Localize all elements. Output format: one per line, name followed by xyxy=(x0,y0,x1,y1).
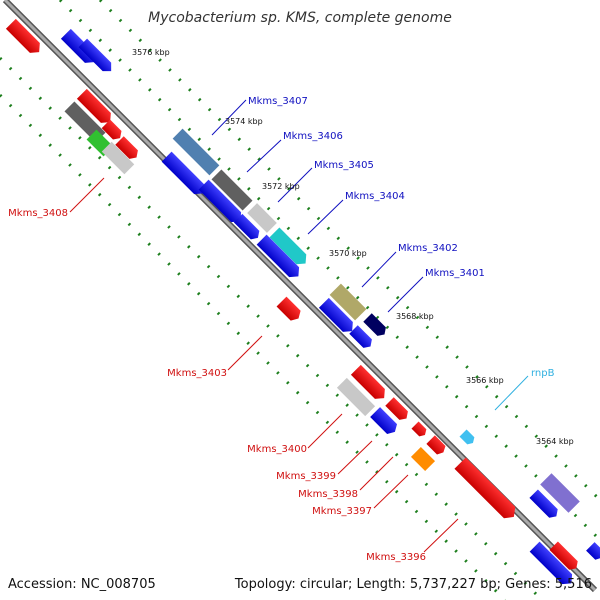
gene-label: Mkms_3396 xyxy=(366,552,426,563)
gene-arrow xyxy=(350,364,385,399)
rna-arrow xyxy=(459,429,475,445)
gene-arrow xyxy=(276,296,301,321)
gene-arrow xyxy=(454,457,516,519)
gene-arrow xyxy=(385,397,408,420)
gene-label: Mkms_3408 xyxy=(8,208,68,219)
gene-arrow xyxy=(336,377,376,417)
gene-label: Mkms_3405 xyxy=(314,160,374,171)
gene-arrow xyxy=(233,213,260,240)
gene-arrow xyxy=(549,541,578,570)
gene-arrow xyxy=(529,541,573,585)
scale-label: 3574 kbp xyxy=(225,117,263,126)
gene-arrow xyxy=(540,473,580,513)
gene-labels: Mkms_3407 Mkms_3406 Mkms_3405 Mkms_3404 … xyxy=(8,96,554,563)
gene-arrow xyxy=(269,227,307,265)
scale-label: 3566 kbp xyxy=(466,376,504,385)
gene-arrow xyxy=(426,435,446,455)
gene-arrow xyxy=(161,151,205,195)
gene-arrow xyxy=(101,141,135,175)
gene-label: Mkms_3399 xyxy=(276,471,336,482)
page-title: Mycobacterium sp. KMS, complete genome xyxy=(148,10,452,26)
gene-arrow xyxy=(370,407,398,435)
gene-label: Mkms_3398 xyxy=(298,489,358,500)
gene-label: Mkms_3403 xyxy=(167,368,227,379)
gene-label: rnpB xyxy=(531,368,555,379)
gene-label: Mkms_3407 xyxy=(248,96,308,107)
gene-label: Mkms_3400 xyxy=(247,444,307,455)
gene-label: Mkms_3401 xyxy=(425,268,485,279)
gene-arrow xyxy=(115,136,138,159)
gene-arrow xyxy=(410,446,436,472)
gene-arrow xyxy=(172,128,220,176)
scale-label: 3570 kbp xyxy=(329,249,367,258)
topology-text: Topology: circular; Length: 5,737,227 bp… xyxy=(234,577,592,592)
scale-label: 3572 kbp xyxy=(262,182,300,191)
gene-arrow xyxy=(586,542,600,560)
gene-arrow xyxy=(101,119,122,140)
gene-arrow xyxy=(76,88,111,123)
gene-arrow xyxy=(329,283,367,321)
gene-arrow xyxy=(78,38,112,72)
gene-arrow xyxy=(247,203,277,233)
gene-features xyxy=(5,18,600,585)
gene-label: Mkms_3406 xyxy=(283,131,343,142)
scale-label: 3576 kbp xyxy=(132,48,170,57)
gene-arrow xyxy=(256,234,300,278)
gene-arrow xyxy=(411,421,427,437)
gene-arrow xyxy=(198,179,242,223)
gene-arrow xyxy=(318,297,353,332)
gene-label: Mkms_3404 xyxy=(345,191,405,202)
leader-lines xyxy=(69,99,529,553)
gene-arrow xyxy=(5,18,40,53)
accession-text: Accession: NC_008705 xyxy=(8,577,156,592)
scale-label: 3568 kbp xyxy=(396,312,434,321)
gene-label: Mkms_3397 xyxy=(312,506,372,517)
gene-arrow xyxy=(349,325,372,348)
gene-arrow xyxy=(529,489,558,518)
gene-arrow xyxy=(363,313,386,336)
scale-labels: 3576 kbp 3574 kbp 3572 kbp 3570 kbp 3568… xyxy=(132,48,574,446)
gene-arrow xyxy=(211,169,253,211)
scale-label: 3564 kbp xyxy=(536,437,574,446)
gene-label: Mkms_3402 xyxy=(398,243,458,254)
